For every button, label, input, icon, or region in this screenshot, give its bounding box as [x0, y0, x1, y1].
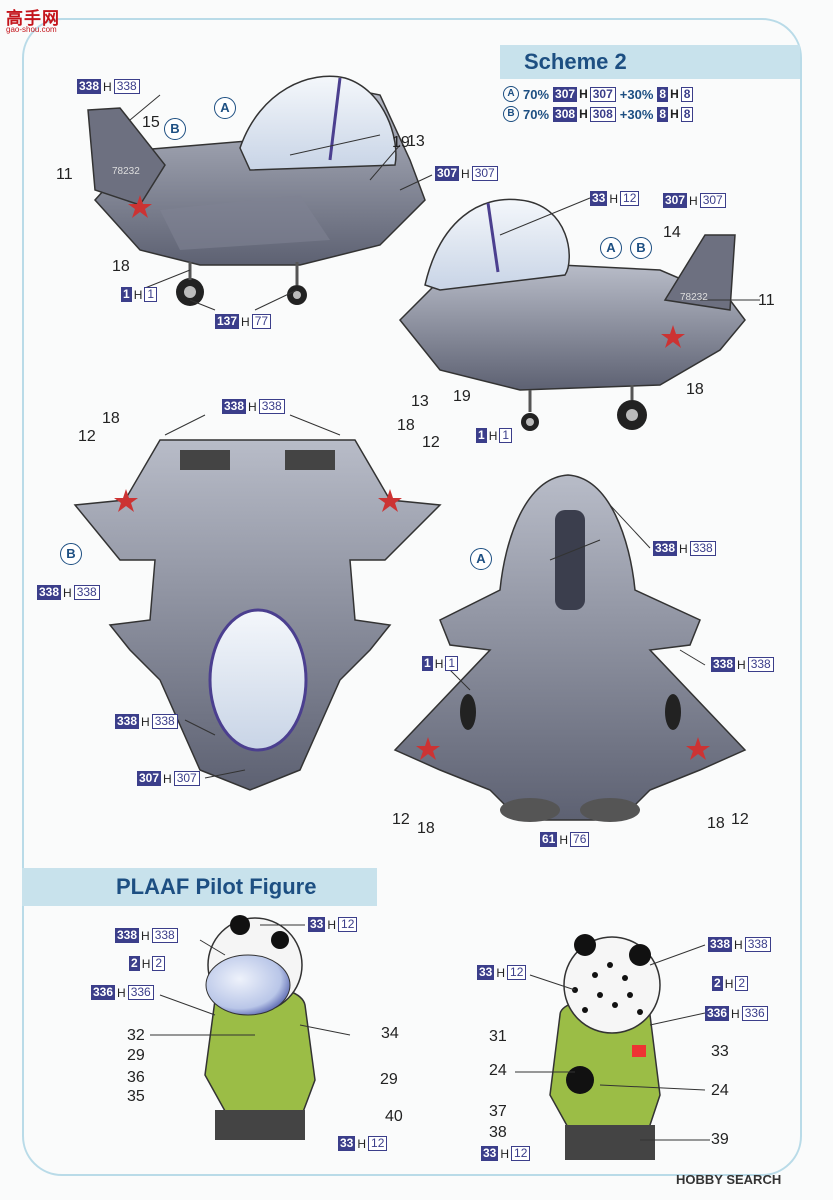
mix-a-pct1: 70% — [523, 86, 550, 102]
part-number: 11 — [758, 292, 775, 309]
mix-marker-a: A — [214, 97, 236, 119]
mix-a-marker: A — [503, 86, 519, 102]
pilot-figure-back — [549, 934, 661, 1160]
part-number: 19 — [392, 134, 410, 151]
hobby-search-watermark: HOBBY SEARCH — [676, 1172, 782, 1187]
part-number: 12 — [422, 434, 440, 451]
part-number: 15 — [142, 114, 160, 131]
part-number: 14 — [663, 224, 681, 241]
mix-marker-b: B — [630, 237, 652, 259]
mix-marker-a: A — [600, 237, 622, 259]
part-number: 18 — [707, 815, 725, 832]
part-number: 29 — [127, 1047, 145, 1064]
part-number: 33 — [711, 1043, 729, 1060]
jet-side-view-left — [87, 75, 426, 306]
mix-marker-a: A — [470, 548, 492, 570]
part-number: 18 — [397, 417, 415, 434]
mix-b-pct2: +30% — [619, 106, 654, 122]
mix-a-pct2: +30% — [619, 86, 654, 102]
part-number: 38 — [489, 1124, 507, 1141]
mix-marker-b: B — [164, 118, 186, 140]
jet-side-view-right — [398, 198, 746, 431]
part-number: 11 — [56, 166, 73, 183]
pilot-figure-front — [204, 915, 316, 1140]
site-logo-url: gao-shou.com — [6, 25, 57, 34]
part-number: 24 — [711, 1082, 729, 1099]
part-number: 35 — [127, 1088, 145, 1105]
site-logo: 高手网 — [6, 9, 60, 28]
part-number: 13 — [407, 133, 425, 150]
part-number: 18 — [417, 820, 435, 837]
part-number: 18 — [102, 410, 120, 427]
tail-number: 78232 — [680, 292, 708, 303]
mix-b-marker: B — [503, 106, 519, 122]
mix-marker-b: B — [60, 543, 82, 565]
part-number: 32 — [127, 1027, 145, 1044]
part-number: 29 — [380, 1071, 398, 1088]
part-number: 37 — [489, 1103, 507, 1120]
page-border — [22, 18, 802, 1176]
tail-number: 78232 — [112, 166, 140, 177]
part-number: 12 — [392, 811, 410, 828]
part-number: 31 — [489, 1028, 507, 1045]
part-number: 24 — [489, 1062, 507, 1079]
part-number: 40 — [385, 1108, 403, 1125]
jet-top-view — [73, 439, 442, 791]
part-number: 12 — [731, 811, 749, 828]
part-number: 12 — [78, 428, 96, 445]
mix-b-pct1: 70% — [523, 106, 550, 122]
part-number: 13 — [411, 393, 429, 410]
part-number: 19 — [453, 388, 471, 405]
pilot-figure-title: PLAAF Pilot Figure — [22, 868, 377, 906]
part-number: 18 — [686, 381, 704, 398]
jet-bottom-view — [393, 474, 747, 822]
part-number: 34 — [381, 1025, 399, 1042]
scheme-title: Scheme 2 — [500, 45, 800, 79]
part-number: 18 — [112, 258, 130, 275]
part-number: 39 — [711, 1131, 729, 1148]
part-number: 36 — [127, 1069, 145, 1086]
